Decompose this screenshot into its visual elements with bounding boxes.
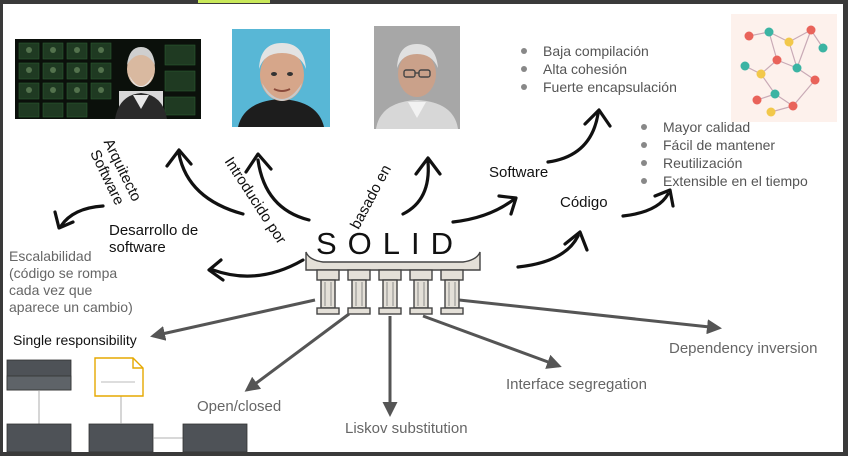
window-top-bar	[0, 0, 848, 4]
slide-canvas: SOLID Arquitecto Software Introducido po…	[3, 4, 843, 452]
list-item: Reutilización	[633, 154, 808, 172]
list-item: Baja compilación	[513, 42, 677, 60]
note-thumbnail	[94, 357, 144, 397]
photo-bob-martin	[232, 29, 330, 127]
curve-arrow-codigo	[516, 234, 580, 269]
uml-thumbnail	[6, 359, 248, 452]
principle-open-closed: Open/closed	[197, 398, 282, 415]
arrow-dependency-inversion	[458, 298, 722, 335]
list-item: Fácil de mantener	[633, 136, 808, 154]
network-graph-image	[731, 14, 837, 122]
arrow-single-responsibility	[150, 298, 316, 341]
list-item: Fuerte encapsulación	[513, 78, 677, 96]
label-codigo: Código	[560, 194, 608, 211]
matrix-screens-image	[15, 39, 201, 119]
principle-interface-segregation: Interface segregation	[506, 376, 647, 393]
label-desarrollo-software: Desarrollo de software	[109, 222, 199, 257]
principle-dependency-inversion: Dependency inversion	[669, 340, 818, 357]
codigo-benefits-list: Mayor calidad Fácil de mantener Reutiliz…	[633, 118, 808, 190]
curve-arrow-software	[451, 198, 515, 224]
label-software: Software	[489, 164, 549, 181]
principle-single-responsibility: Single responsibility	[13, 332, 137, 348]
solid-title: SOLID	[316, 226, 465, 261]
feathers-portrait-image	[374, 26, 460, 129]
list-item: Extensible en el tiempo	[633, 172, 808, 190]
bob-martin-portrait-image	[232, 29, 330, 127]
arrow-interface-segregation	[422, 314, 562, 369]
principle-liskov-substitution: Liskov substitution	[345, 420, 468, 437]
tab-accent	[198, 0, 270, 3]
photo-matrix-architect	[15, 39, 201, 119]
curve-arrow-arquitecto	[177, 152, 245, 216]
network-graph-svg	[731, 14, 837, 122]
curve-arrow-basado	[401, 160, 430, 216]
curve-arrow-escalabilidad	[59, 204, 105, 228]
diagram-arrows-layer	[6, 108, 722, 452]
software-benefits-list: Baja compilación Alta cohesión Fuerte en…	[513, 42, 677, 96]
list-item: Mayor calidad	[633, 118, 808, 136]
curve-arrow-desarrollo	[211, 258, 305, 278]
arrow-open-closed	[244, 312, 350, 392]
label-escalabilidad: Escalabilidad (código se rompa cada vez …	[9, 248, 133, 315]
curve-arrow-software-up	[546, 112, 600, 164]
curve-arrow-introducido	[256, 158, 311, 222]
curve-arrow-codigo-up	[621, 192, 670, 218]
list-item: Alta cohesión	[513, 60, 677, 78]
solid-column-icon	[305, 251, 481, 315]
photo-michael-feathers	[374, 26, 460, 129]
